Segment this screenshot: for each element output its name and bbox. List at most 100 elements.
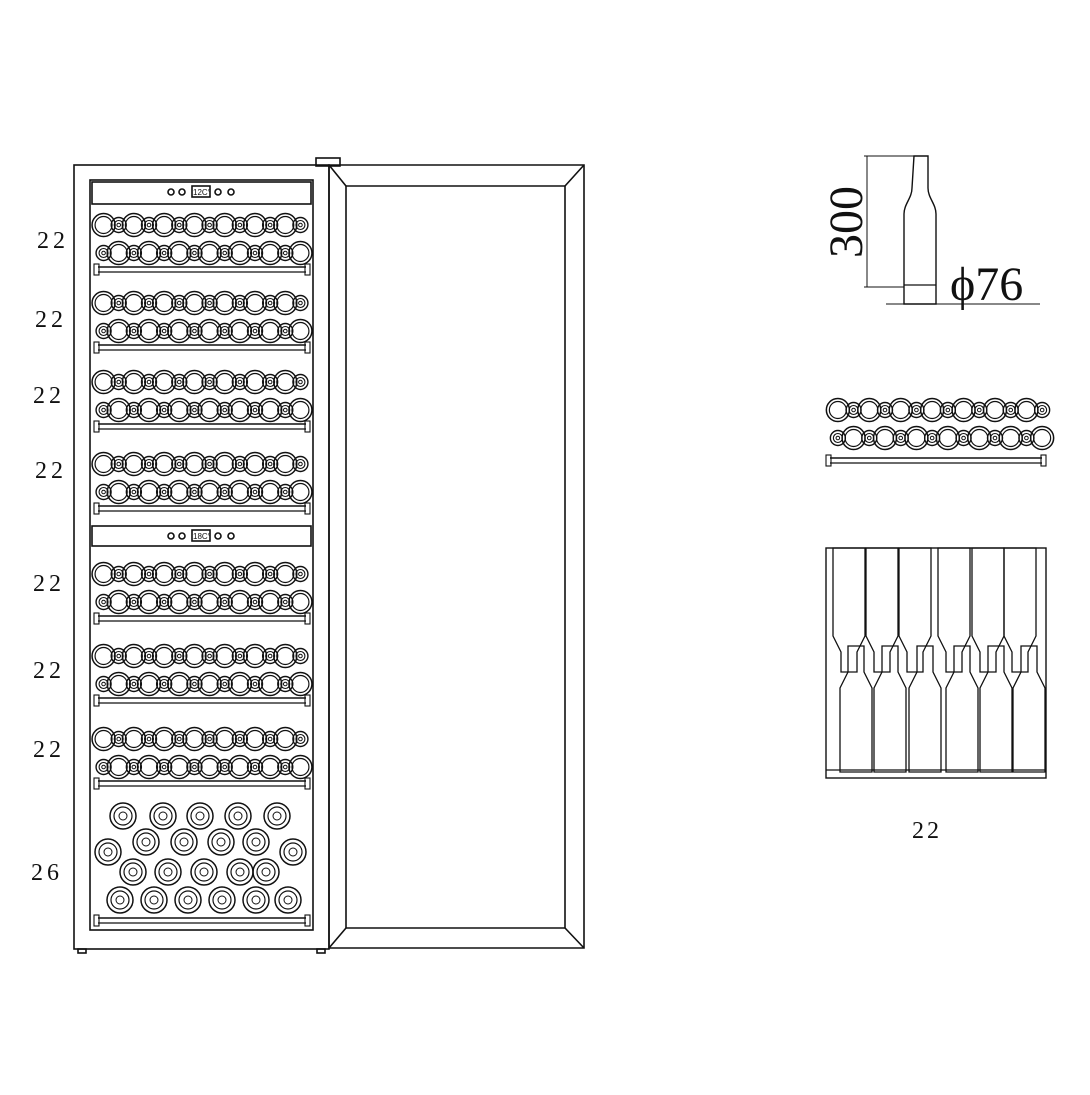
shelf-rail (93, 502, 311, 515)
bottle-base-inner (124, 372, 143, 392)
bottle-base-outer (242, 561, 268, 587)
bottle-neck-core (252, 489, 258, 495)
bottle-end (216, 401, 233, 419)
bottle-neck-inner (98, 404, 109, 416)
bottle-end (151, 561, 177, 587)
bottle-base-core (158, 811, 168, 821)
bottle-end (231, 647, 249, 665)
bottle-base-outer (106, 397, 131, 423)
bottle-side (945, 645, 979, 773)
lower-panel-frame (91, 525, 312, 547)
bottle-neck-core (146, 736, 152, 742)
bottle-neck-inner (128, 678, 139, 690)
bottle-neck-outer (231, 730, 249, 748)
bottle-base-inner (291, 757, 310, 777)
bottle-neck-outer (95, 244, 112, 262)
button-icon (227, 532, 235, 540)
bottle-end (91, 451, 116, 477)
bottle-neck-core (101, 250, 106, 256)
bottle-base-inner (215, 564, 234, 584)
bottle-neck-outer (261, 455, 279, 473)
bottle-base-inner (230, 674, 249, 694)
bottle-base-inner (98, 842, 118, 862)
bottle-base-outer (212, 451, 237, 477)
bottle-end (246, 758, 264, 776)
bottle-end (263, 802, 291, 830)
bottle-neck-core (161, 407, 167, 413)
bottle-neck-outer (216, 593, 233, 611)
bottle-base-inner (109, 592, 128, 612)
bottle-end (91, 290, 116, 316)
bottle-base-inner (245, 215, 265, 235)
bottle-neck-inner (295, 568, 306, 580)
bottle-neck-core (882, 407, 888, 413)
bottle-end (246, 401, 264, 419)
bottle-neck-outer (171, 565, 188, 583)
bottle-neck-inner (113, 650, 124, 662)
bottle-neck-outer (261, 565, 279, 583)
bottle-neck-inner (864, 432, 875, 444)
bottle-base-inner (245, 372, 265, 392)
bottom-drawer (93, 802, 311, 927)
bottle-end (197, 671, 222, 697)
bottle-end (182, 451, 207, 477)
rail-end-left (93, 420, 100, 433)
bottle-end (151, 726, 177, 752)
bottle-neck-outer (186, 758, 203, 776)
bottle-base-outer (257, 671, 283, 697)
bottle-base-inner (215, 215, 234, 235)
bottle-neck-core (131, 250, 137, 256)
bottle-neck-outer (1033, 401, 1051, 419)
bottle-neck-core (282, 250, 288, 256)
bottle-neck-inner (174, 733, 185, 745)
bottle-end (292, 647, 309, 665)
bottle-base-outer (273, 643, 298, 669)
lower-display-text: 18C° (193, 532, 211, 541)
bottle-neck-core (267, 222, 273, 228)
bottle-side (898, 547, 932, 673)
rail-end-right (304, 914, 311, 927)
bottle-neck-outer (201, 455, 218, 473)
bottle-base-inner (278, 890, 298, 910)
bottle-base-outer (106, 318, 131, 344)
bottle-end (121, 643, 147, 669)
bottle-neck-core (298, 379, 303, 385)
bottle-base-inner (94, 372, 113, 392)
bottle-base-core (115, 895, 125, 905)
bottle-neck-inner (98, 486, 109, 498)
bottle-base-outer (227, 318, 253, 344)
bottle-neck-outer (186, 675, 203, 693)
bottle-end (106, 318, 131, 344)
bottle-neck-outer (155, 244, 173, 262)
rail-end-left (825, 454, 832, 467)
bottle-base-outer (288, 754, 313, 780)
bottle-neck-core (192, 250, 197, 256)
bottle-end (1029, 425, 1055, 451)
bottle-base-outer (121, 726, 147, 752)
bottle-end (151, 369, 177, 395)
bottle-neck-core (207, 571, 212, 577)
bottle-base-outer (151, 643, 177, 669)
bottle-end (212, 726, 237, 752)
bottle-base-outer (273, 212, 298, 238)
bottle-base-outer (91, 369, 116, 395)
bottle-neck-core (252, 328, 258, 334)
bottle-base-inner (261, 482, 280, 502)
bottle-end (273, 451, 298, 477)
bottle-neck-inner (249, 486, 261, 498)
bottle-neck-inner (159, 486, 170, 498)
bottle-neck-core (222, 599, 228, 605)
bottle-base-inner (970, 428, 989, 448)
bottle-neck-outer (140, 373, 158, 391)
bottle-neck-inner (159, 247, 170, 259)
bottle-base-inner (245, 564, 265, 584)
bottle-neck-core (176, 571, 182, 577)
bottle-neck-core (116, 379, 122, 385)
bottle-base-inner (291, 321, 310, 341)
bottle-end (171, 216, 188, 234)
bottle-base-outer (257, 397, 283, 423)
bottle-base-outer (257, 589, 283, 615)
bottle-neck-inner (280, 325, 291, 337)
bottle-base-outer (136, 754, 162, 780)
bottle-neck-outer (171, 647, 188, 665)
